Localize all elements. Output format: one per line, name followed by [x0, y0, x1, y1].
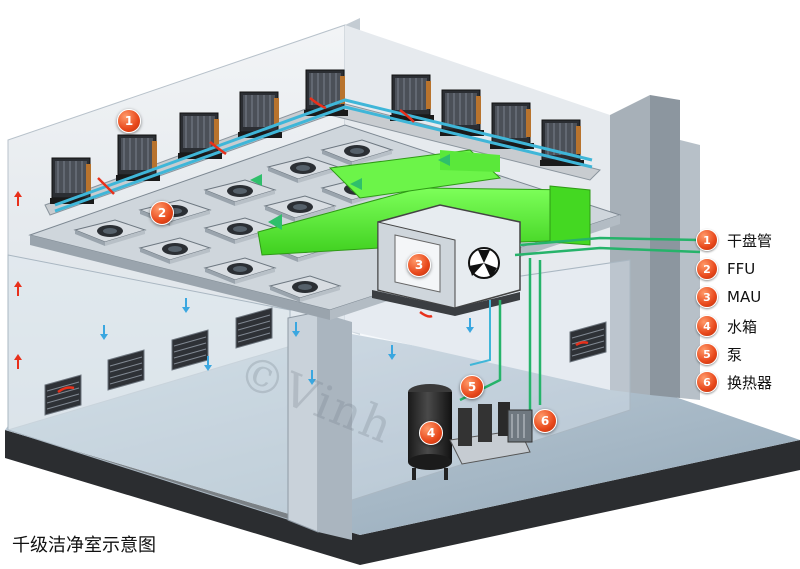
legend-number-badge: 3 [696, 286, 718, 308]
legend-label: 干盘管 [727, 231, 773, 250]
legend-item: 3 MAU [696, 285, 761, 309]
legend-number-badge: 5 [696, 343, 718, 365]
legend-label: 水箱 [727, 317, 758, 336]
legend-label: 泵 [727, 345, 743, 364]
legend-label: FFU [727, 260, 756, 278]
legend-item: 5 泵 [696, 342, 742, 366]
legend-item: 6 换热器 [696, 370, 772, 394]
legend-number-badge: 6 [696, 371, 718, 393]
legend-number-badge: 1 [696, 229, 718, 251]
diagram-caption: 千级洁净室示意图 [12, 535, 156, 556]
heat-exchanger [507, 409, 533, 443]
mau-unit [372, 204, 521, 316]
chilled-water-pipe [54, 98, 593, 213]
dry-coil-unit [49, 157, 95, 205]
legend-item: 2 FFU [696, 257, 755, 281]
legend-number-badge: 2 [696, 258, 718, 280]
marker-pump: 5 [460, 375, 484, 399]
floor-edge [5, 430, 800, 565]
legend-item: 1 干盘管 [696, 228, 772, 252]
legend-number-badge: 4 [696, 315, 718, 337]
legend-label: MAU [727, 288, 762, 306]
legend-label: 换热器 [727, 373, 773, 392]
legend-item: 4 水箱 [696, 314, 757, 338]
marker-ffu: 2 [150, 201, 174, 225]
marker-heat-exchanger: 6 [533, 409, 557, 433]
marker-dry-coil: 1 [117, 109, 141, 133]
duct-flow-arrow [250, 154, 450, 230]
marker-mau: 3 [407, 253, 431, 277]
right-column [610, 95, 650, 395]
return-curve-arrow [57, 97, 589, 394]
marker-water-tank: 4 [419, 421, 443, 445]
